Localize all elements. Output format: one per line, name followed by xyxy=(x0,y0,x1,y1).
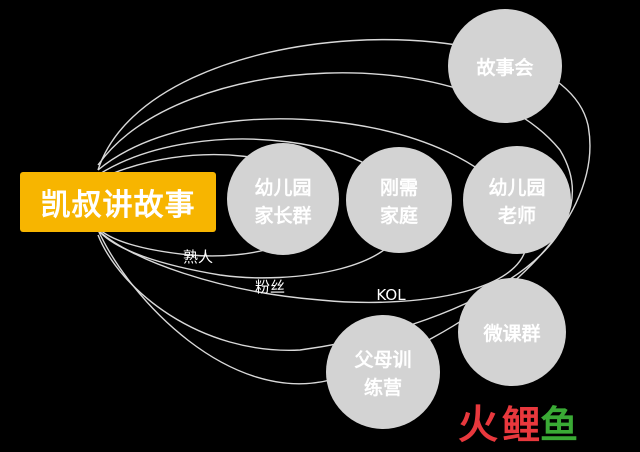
node-kindergarten-teachers: 幼儿园 老师 xyxy=(463,146,571,254)
node-story-club: 故事会 xyxy=(448,9,562,123)
ring-label-shuren: 熟人 xyxy=(183,248,213,266)
node-text-line1: 父母训 xyxy=(353,349,411,371)
node-rigid-demand-family: 刚需 家庭 xyxy=(346,147,452,253)
ring-label-kol: KOL xyxy=(376,286,406,304)
node-kindergarten-parents: 幼儿园 家长群 xyxy=(227,143,339,255)
node-text-line1: 故事会 xyxy=(476,56,533,79)
ring-outer-2 xyxy=(97,72,574,351)
ring-kol xyxy=(97,118,528,304)
node-text-line1: 幼儿园 xyxy=(488,176,545,199)
node-text-line2: 老师 xyxy=(498,204,536,227)
node-text-line1: 幼儿园 xyxy=(254,176,311,199)
node-text-line2: 家长群 xyxy=(254,204,311,227)
brand-title: 凯叔讲故事 xyxy=(40,188,196,223)
node-text-line2: 家庭 xyxy=(380,204,418,227)
node-text-line1: 刚需 xyxy=(380,177,418,199)
node-text-line2: 练营 xyxy=(364,376,402,399)
logo-char-huo: 火 xyxy=(458,402,498,448)
node-parent-training-camp: 父母训 练营 xyxy=(326,315,440,429)
logo-char-yu: 鱼 xyxy=(540,403,579,447)
brand-title-box: 凯叔讲故事 xyxy=(20,172,216,232)
logo-char-li: 鲤 xyxy=(502,403,541,447)
watermark-logo: 火 鲤 鱼 xyxy=(458,402,578,448)
node-micro-course-group: 微课群 xyxy=(458,278,566,386)
ring-label-fensi: 粉丝 xyxy=(255,278,285,296)
node-text-line1: 微课群 xyxy=(482,322,540,345)
